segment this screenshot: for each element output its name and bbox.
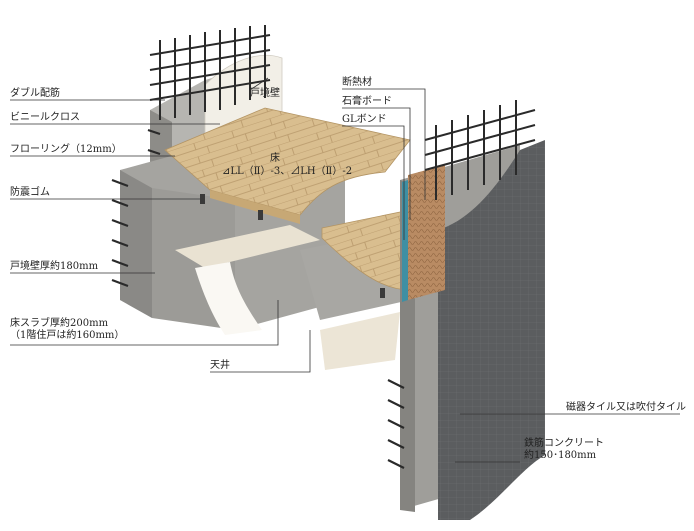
label-vinyl-cloth: ビニールクロス — [10, 112, 80, 123]
gypsum-board — [402, 180, 408, 302]
label-insulation: 断熱材 — [342, 77, 372, 88]
tile-finish — [438, 140, 545, 520]
exterior-wall — [400, 140, 545, 520]
label-concrete-line2: 約150･180mm — [524, 450, 597, 461]
rebar-stubs — [111, 128, 405, 469]
leader-lines — [10, 77, 680, 463]
label-gl-bond: GLボンド — [342, 114, 387, 125]
label-slab-line2: （1階住戸は約160mm） — [10, 330, 125, 341]
label-slab-line1: 床スラブ厚約200mm — [10, 318, 109, 329]
rebar-left — [149, 25, 271, 120]
label-party-wall-thickness: 戸境壁厚約180mm — [10, 261, 99, 272]
label-flooring: フローリング（12mm） — [10, 144, 122, 155]
label-double-rebar: ダブル配筋 — [10, 88, 60, 99]
label-tile: 磁器タイル又は吹付タイル — [566, 402, 686, 413]
rebar-right — [424, 100, 536, 200]
label-floor-tag: 床 — [270, 153, 280, 164]
label-gypsum: 石膏ボード — [342, 96, 392, 107]
ceiling-panel — [175, 225, 320, 268]
label-rubber: 防震ゴム — [10, 187, 50, 198]
rubber-mounts — [200, 194, 385, 298]
insulation — [408, 165, 445, 300]
label-floor-rating: ⊿LL（Ⅱ）-3、⊿LH（Ⅱ）-2 — [222, 166, 353, 177]
label-slab-thickness: 床スラブ厚約200mm （1階住戸は約160mm） — [10, 318, 124, 342]
label-ceiling: 天井 — [210, 360, 230, 371]
flooring — [164, 107, 411, 298]
label-concrete: 鉄筋コンクリート 約150･180mm — [524, 438, 604, 462]
label-party-wall-tag: 戸境壁 — [250, 88, 280, 99]
label-concrete-line1: 鉄筋コンクリート — [524, 438, 604, 449]
